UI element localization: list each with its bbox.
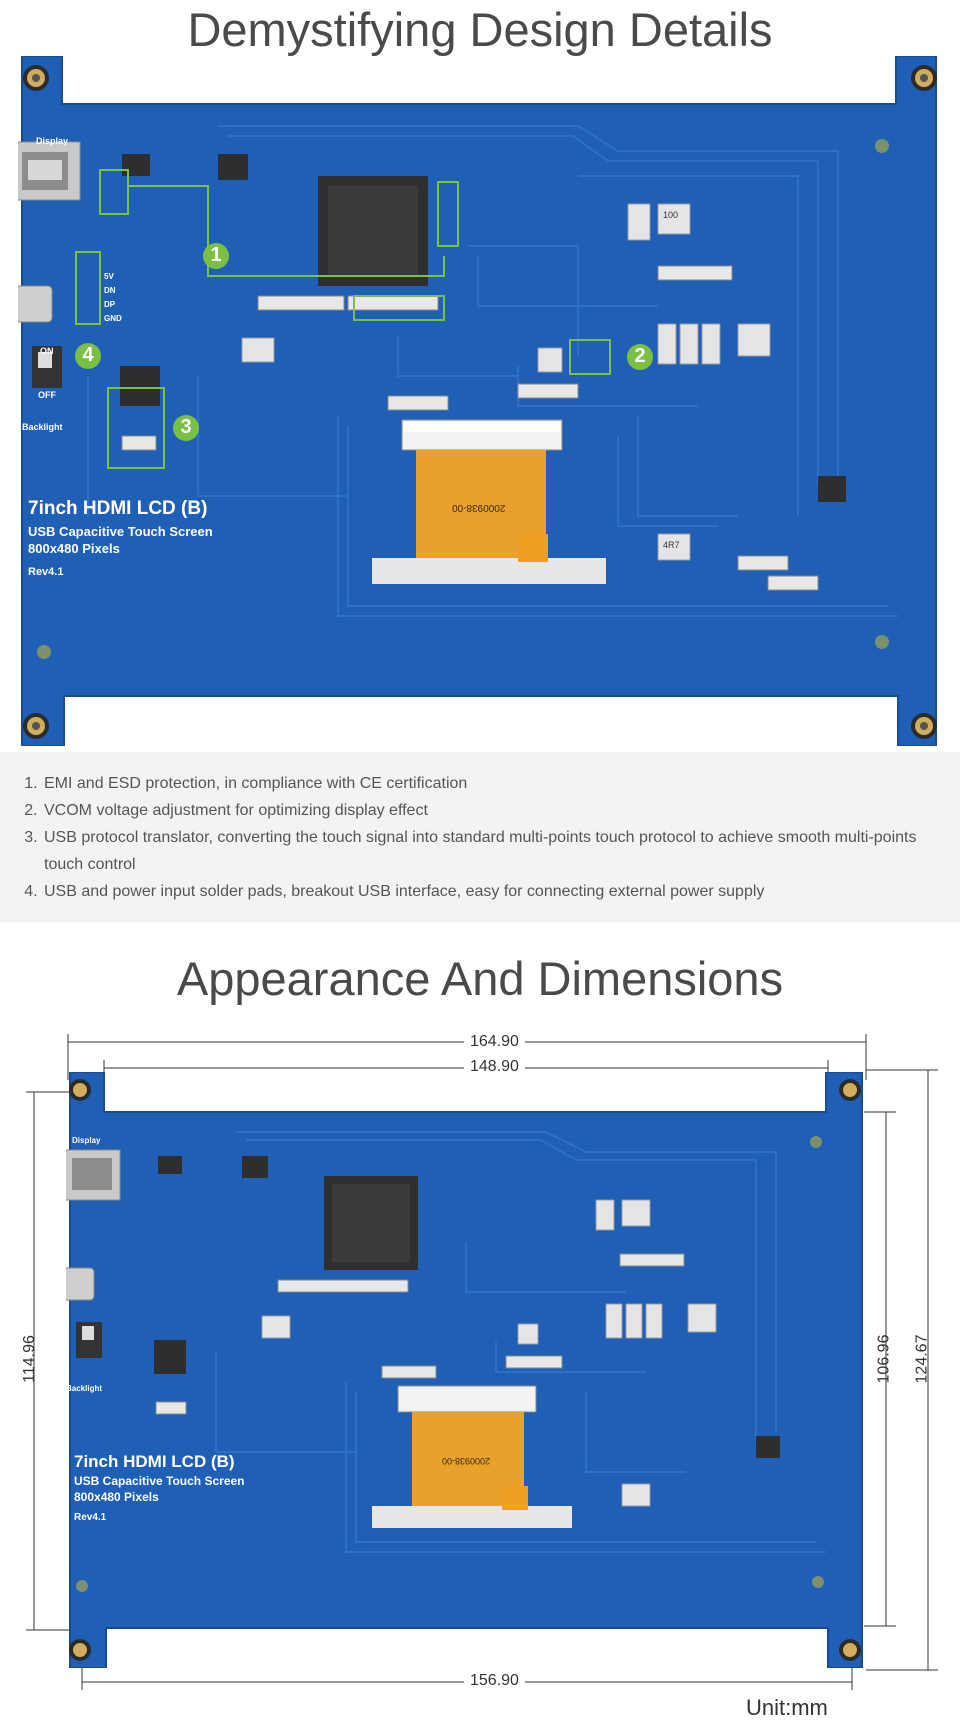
board-revision: Rev4.1: [28, 566, 64, 578]
dim-width-bottom: 156.90: [464, 1672, 525, 1690]
callout-number: 4: [82, 344, 94, 366]
micro-usb-connector: [18, 285, 53, 323]
dim-width-overall: 164.90: [464, 1033, 525, 1051]
board-revision: Rev4.1: [74, 1512, 107, 1523]
silk-dp-label: DP: [104, 300, 116, 309]
mounting-hole-icon: [23, 65, 937, 739]
unit-label: Unit:mm: [746, 1695, 828, 1720]
pcb-board-top: 1 2 3 4 Display ON OFF Backlight 5V DN D…: [18, 56, 942, 746]
note-item: VCOM voltage adjustment for optimizing d…: [42, 797, 940, 824]
board-resolution: 800x480 Pixels: [28, 541, 120, 556]
board-subtitle: USB Capacitive Touch Screen: [28, 524, 213, 539]
callout-number: 2: [634, 345, 646, 367]
main-chip: [318, 176, 428, 286]
section-title-design-details: Demystifying Design Details: [187, 3, 773, 56]
silk-on-label: ON: [40, 346, 54, 356]
board-title: 7inch HDMI LCD (B): [74, 1452, 235, 1471]
usb-translator-chip: [120, 366, 160, 406]
silk-dn-label: DN: [104, 286, 116, 295]
note-item: USB protocol translator, converting the …: [42, 824, 940, 878]
silk-backlight-label: Backlight: [22, 422, 63, 432]
feature-notes: EMI and ESD protection, in compliance wi…: [0, 752, 960, 922]
pcb-outline: [69, 1072, 863, 1668]
silk-display-label: Display: [36, 136, 69, 146]
silk-backlight-label: Backlight: [66, 1384, 103, 1393]
inductor-label-2: 4R7: [663, 540, 680, 550]
note-item: USB and power input solder pads, breakou…: [42, 878, 940, 905]
board-resolution: 800x480 Pixels: [74, 1490, 159, 1504]
pcb-board-dimensions: Display Backlight 7inch HDMI LCD (B) USB…: [66, 1072, 866, 1668]
fpc-code: 2000938-00: [452, 502, 506, 513]
mounting-hole-icon: [69, 1079, 861, 1661]
pcb-outline: [21, 56, 937, 746]
silk-gnd-label: GND: [104, 314, 122, 323]
silk-off-label: OFF: [38, 390, 56, 400]
dim-height-overall: 124.67: [913, 1334, 931, 1384]
callout-number: 3: [180, 416, 192, 438]
fpc-connector: [401, 419, 563, 451]
inductor-label: 100: [663, 210, 679, 220]
hdmi-connector: [18, 141, 81, 201]
silk-5v-label: 5V: [104, 272, 114, 281]
board-subtitle: USB Capacitive Touch Screen: [74, 1474, 245, 1488]
silk-display-label: Display: [72, 1136, 101, 1145]
fpc-code: 2000938-00: [442, 1456, 491, 1466]
dim-height-left: 114.96: [20, 1335, 38, 1383]
callout-number: 1: [210, 244, 222, 266]
dim-width-inner: 148.90: [464, 1058, 525, 1076]
section-title-dimensions: Appearance And Dimensions: [176, 952, 784, 1005]
dim-height-inner: 106.96: [875, 1334, 893, 1384]
note-item: EMI and ESD protection, in compliance wi…: [42, 770, 940, 797]
dimension-lines: [26, 1034, 938, 1690]
board-title: 7inch HDMI LCD (B): [28, 498, 208, 519]
